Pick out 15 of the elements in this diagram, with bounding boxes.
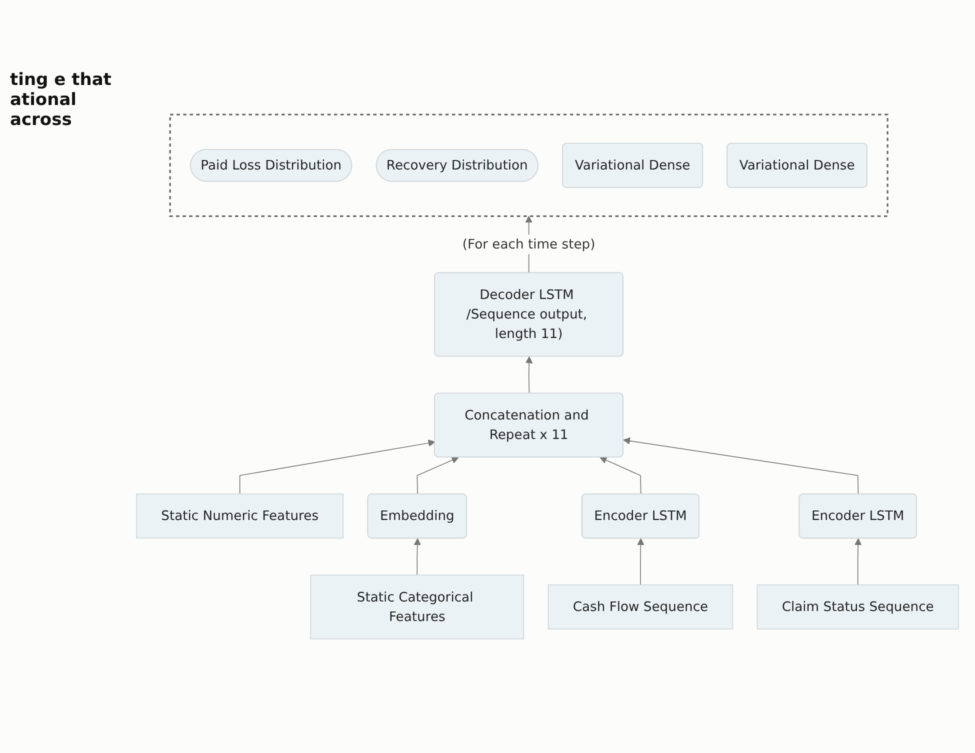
arrow [239, 439, 436, 494]
arrow [637, 538, 644, 586]
cluster [169, 113, 888, 217]
arrow [600, 456, 642, 494]
arrow [623, 437, 859, 494]
node-box: Static Categorical Features [310, 574, 524, 640]
arrow [416, 456, 459, 494]
edge-label: (For each time step) [462, 236, 596, 252]
arrow [525, 356, 533, 394]
arrow [854, 538, 862, 586]
note-text: ting e that ational across [10, 70, 112, 130]
node-box: Cash Flow Sequence [548, 584, 734, 630]
arrow [414, 538, 422, 576]
node-box: Static Numeric Features [136, 493, 344, 538]
node-box: Claim Status Sequence [756, 584, 959, 630]
